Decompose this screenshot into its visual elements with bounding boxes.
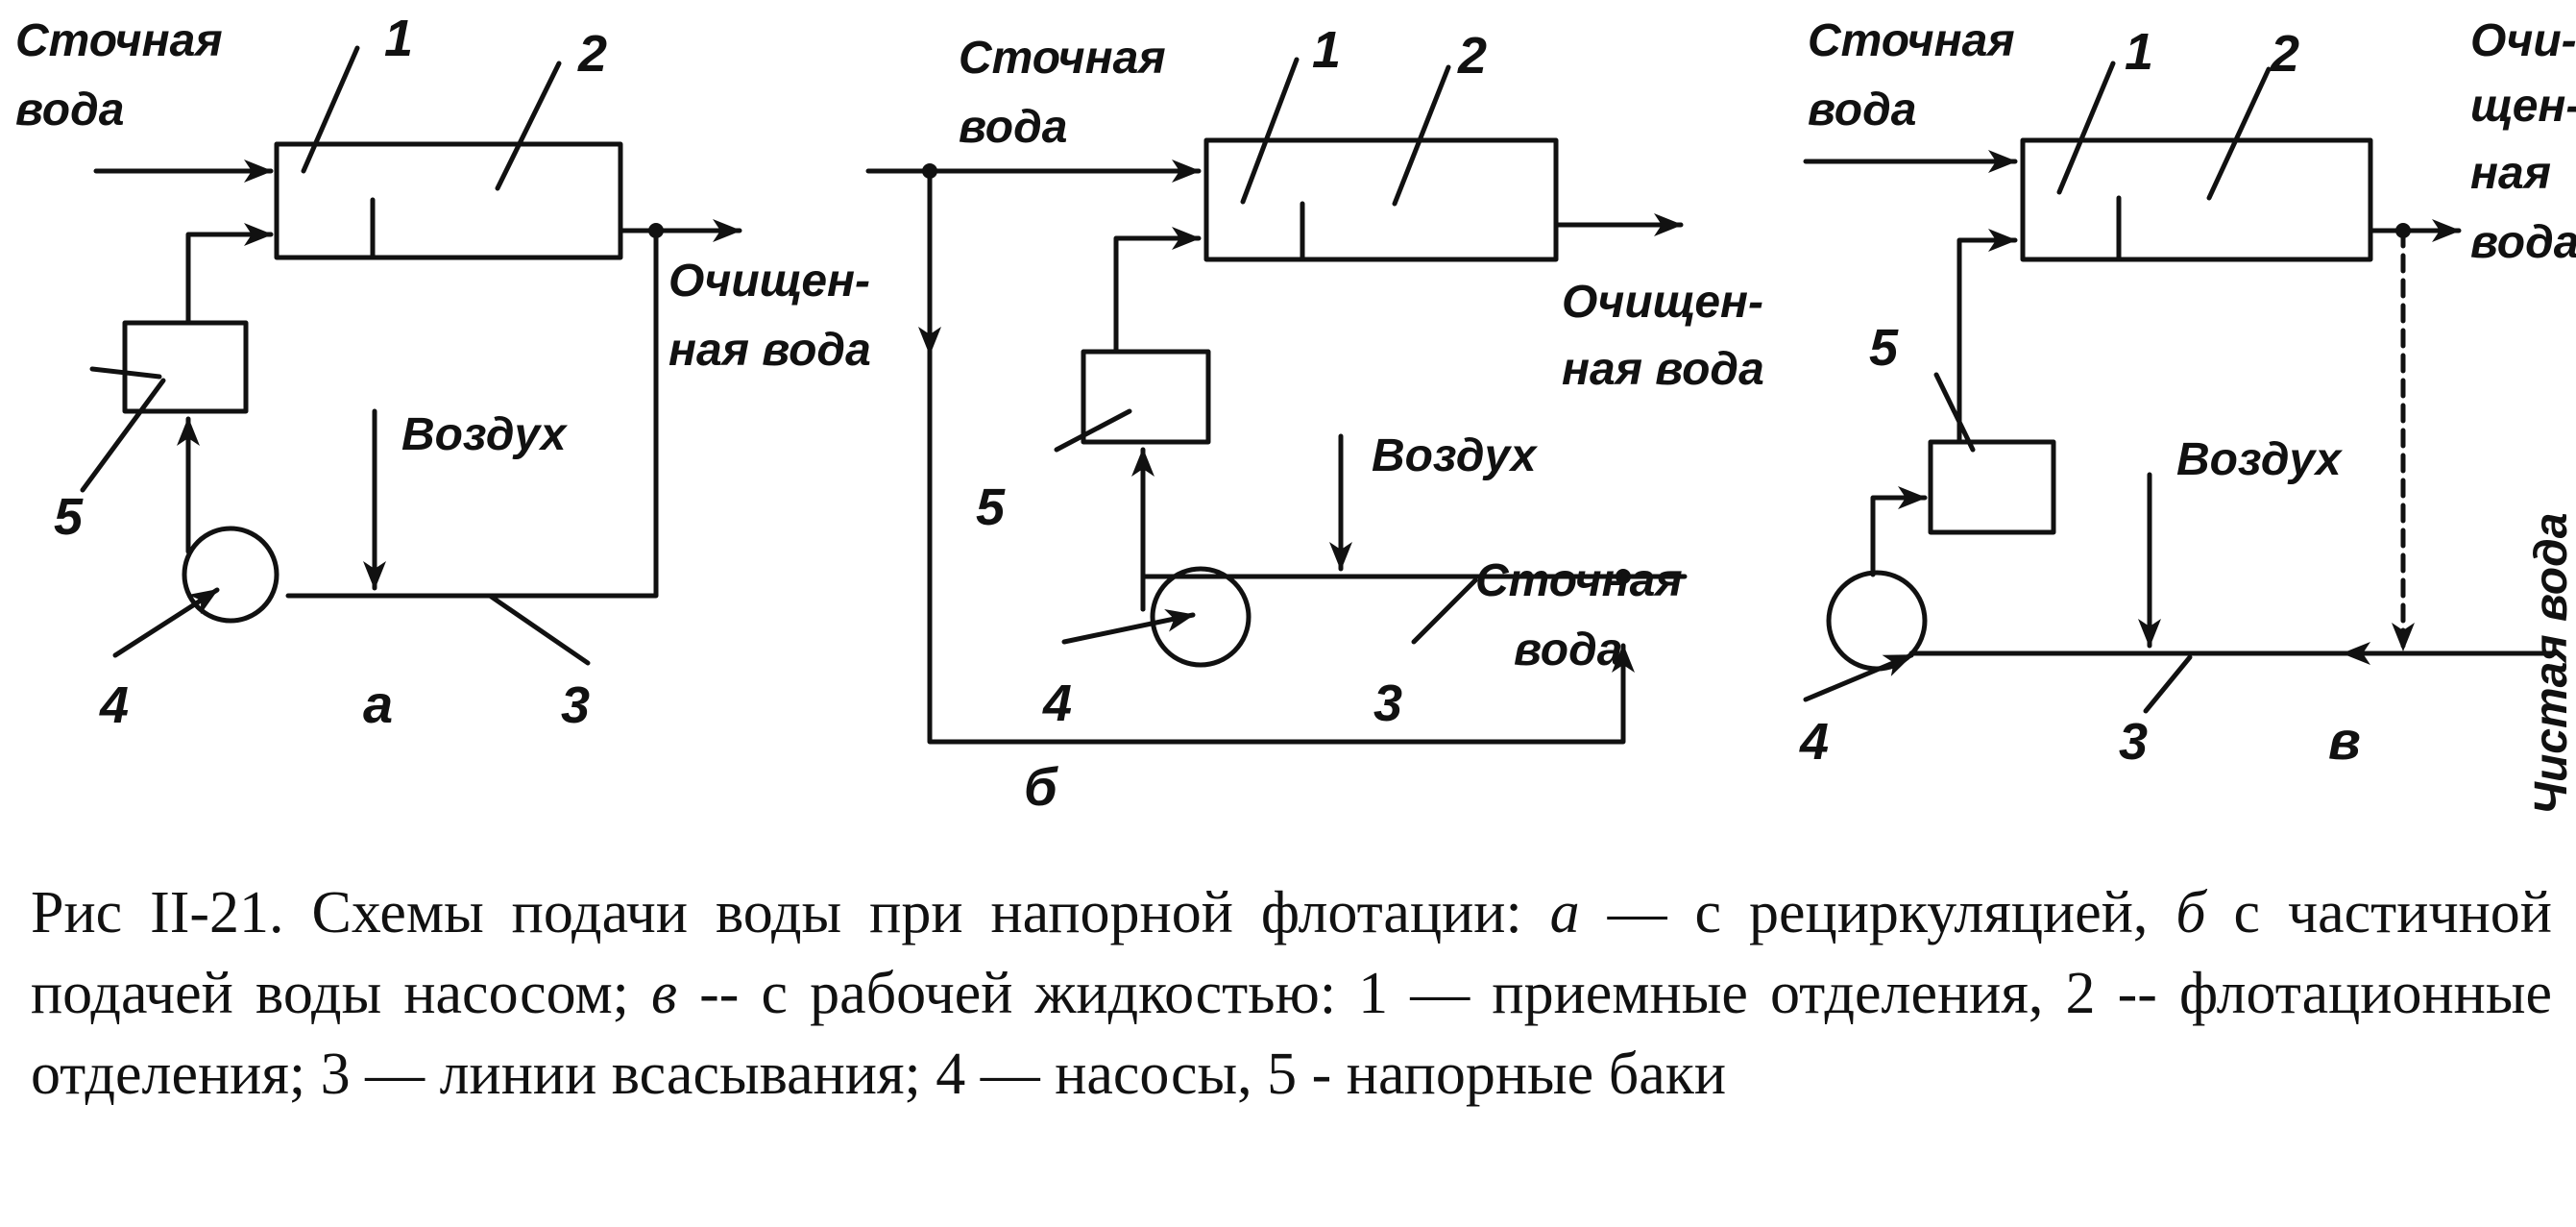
- number-4: 4: [1042, 675, 1072, 732]
- number-5: 5: [1869, 319, 1899, 377]
- scheme-a: Сточная вода 1 2 Очищен- ная вода Воздух…: [15, 10, 871, 734]
- number-5: 5: [976, 479, 1006, 536]
- number-3: 3: [561, 676, 590, 734]
- tank-to-flotator-line: [185, 223, 274, 326]
- flotation-tank: [1203, 137, 1559, 262]
- leader-1: [2056, 61, 2116, 195]
- leader-5: [1933, 372, 1976, 453]
- figure-caption: Рис II-21. Схемы подачи воды при напорно…: [31, 872, 2552, 1115]
- number-3: 3: [1373, 675, 1402, 732]
- pump-to-tank-line: [1870, 486, 1928, 577]
- label-wastewater-bottom-2: вода: [1514, 625, 1622, 675]
- suction-line: [1140, 574, 1688, 612]
- scheme-letter: б: [1024, 756, 1058, 817]
- junction-dot-outlet: [1616, 569, 1631, 584]
- leader-5: [80, 378, 166, 493]
- label-air: Воздух: [1372, 430, 1539, 481]
- caption-part-4: -- с рабочей жидкостью: 1 — приемные отд…: [31, 961, 2553, 1107]
- bypass-line: [927, 351, 1635, 745]
- leader-5: [1054, 408, 1132, 453]
- label-treated-3: ная: [2470, 148, 2551, 199]
- leader-1: [301, 45, 360, 174]
- leader-4: [112, 587, 220, 658]
- number-2: 2: [577, 25, 607, 83]
- caption-letter-a: а: [1549, 880, 1580, 945]
- label-clean-water: Чистая вода: [2526, 513, 2576, 815]
- tank-to-flotator-line: [1956, 229, 2018, 445]
- tank-to-flotator-line: [1113, 227, 1202, 355]
- number-2: 2: [2270, 25, 2299, 83]
- number-5: 5: [54, 488, 84, 546]
- recycle-line: [285, 228, 659, 599]
- leader-2: [2206, 66, 2272, 201]
- scheme-b: Сточная вода 1 2 Очищен- ная вода Воздух…: [865, 21, 1764, 817]
- number-1: 1: [384, 10, 413, 67]
- leader-3: [2143, 654, 2193, 714]
- leader-4: [1061, 608, 1196, 645]
- label-treated: Очищен-: [1562, 277, 1763, 328]
- label-treated-2: ная вода: [668, 325, 871, 376]
- number-3: 3: [2119, 713, 2148, 771]
- label-wastewater-bottom: Сточная: [1475, 555, 1683, 606]
- caption-part-1: Рис II-21. Схемы подачи воды при напорно…: [31, 880, 1550, 945]
- label-treated: Очи-: [2470, 15, 2576, 66]
- flotation-tank: [274, 141, 623, 260]
- label-wastewater-2: вода: [15, 85, 124, 135]
- leader-2: [495, 61, 562, 191]
- number-4: 4: [99, 676, 129, 734]
- label-wastewater-2: вода: [959, 102, 1067, 153]
- number-4: 4: [1799, 713, 1829, 771]
- leader-4: [1803, 652, 1914, 702]
- pressure-tank: [122, 320, 249, 414]
- leader-3: [487, 593, 591, 666]
- pump: [1150, 566, 1252, 668]
- number-1: 1: [2125, 23, 2153, 81]
- label-treated-4: вода: [2470, 217, 2576, 268]
- caption-letter-b: б: [2175, 880, 2206, 945]
- scheme-letter: в: [2328, 710, 2361, 771]
- caption-part-3: с частичной подачей воды насосом;: [31, 880, 2552, 1026]
- label-air: Воздух: [401, 409, 569, 460]
- label-wastewater-2: вода: [1808, 85, 1916, 135]
- number-2: 2: [1457, 27, 1487, 85]
- label-treated-2: ная вода: [1562, 344, 1764, 395]
- number-1: 1: [1312, 21, 1341, 79]
- pump: [182, 526, 279, 624]
- label-air: Воздух: [2176, 434, 2344, 485]
- leader-2: [1392, 64, 1451, 207]
- pressure-tank: [1081, 349, 1211, 445]
- flotation-schemes-figure: Сточная вода 1 2 Очищен- ная вода Воздух…: [15, 10, 2576, 817]
- label-wastewater: Сточная: [1808, 15, 2015, 66]
- pressure-tank: [1928, 439, 2056, 535]
- caption-letter-c: в: [651, 961, 677, 1026]
- label-treated: Очищен-: [668, 256, 870, 307]
- leader-1: [1240, 57, 1300, 205]
- caption-part-2: — с рециркуляцией,: [1579, 880, 2176, 945]
- flotation-tank: [2020, 137, 2373, 262]
- label-wastewater: Сточная: [959, 33, 1166, 84]
- scheme-c: Сточная вода 1 2 Очи- щен- ная вода Чист…: [1799, 15, 2576, 815]
- label-treated-2: щен-: [2470, 81, 2576, 132]
- leader-3: [1411, 577, 1478, 645]
- label-wastewater: Сточная: [15, 15, 223, 66]
- scheme-letter: а: [363, 674, 393, 734]
